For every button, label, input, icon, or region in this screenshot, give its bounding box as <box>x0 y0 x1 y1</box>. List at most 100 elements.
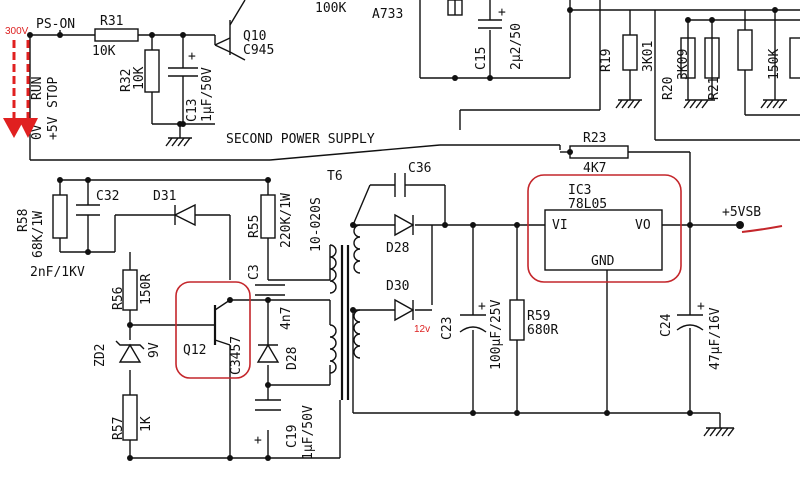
label-a733: A733 <box>372 7 403 22</box>
signal-run: RUN <box>30 77 45 100</box>
label-c13: C13 <box>185 99 200 122</box>
ground-icon <box>615 99 642 109</box>
resistor-right-edge <box>789 37 800 79</box>
junction-dots-lower-right <box>442 222 693 416</box>
top-wiring <box>29 0 800 227</box>
label-c32: C32 <box>96 189 119 204</box>
label-d28-right: D28 <box>386 241 409 256</box>
transformer-t6 <box>329 224 361 400</box>
label-d28-left: D28 <box>285 347 300 370</box>
label-q12-part: C3457 <box>229 336 244 375</box>
ground-icon <box>760 99 787 109</box>
label-c3: C3 <box>247 264 262 280</box>
zener-diode-zd2 <box>115 340 145 363</box>
signal-0v: 0V <box>30 124 45 140</box>
label-r59-value: 680R <box>527 323 558 338</box>
label-r21-value: 150K <box>767 49 782 80</box>
vsb-underline <box>741 225 783 233</box>
lower-left-wiring <box>59 179 341 459</box>
label-c23-plus: + <box>478 299 486 314</box>
diode-d28-right <box>394 213 415 237</box>
resistor-r23 <box>569 145 629 159</box>
lower-right-wiring <box>352 184 740 428</box>
diode-d28-left <box>256 343 280 363</box>
label-c19-value: 1µF/50V <box>301 405 316 460</box>
label-ic3: IC3 <box>568 183 591 198</box>
junction-dots-top <box>27 7 778 155</box>
label-t6-part: 10-020S <box>309 197 324 252</box>
label-5vsb: +5VSB <box>722 205 761 220</box>
capacitor-c3 <box>255 284 285 296</box>
label-r19: R19 <box>599 49 614 72</box>
signal-5v: +5V <box>46 116 61 140</box>
label-c23-value: 100µF/25V <box>489 299 504 370</box>
label-r58: R58 <box>16 209 31 232</box>
red-arrow-icon <box>3 40 38 138</box>
label-r58-value: 68K/1W <box>31 211 46 258</box>
resistor-r58 <box>52 194 68 239</box>
ground-icon <box>703 427 735 437</box>
label-q12: Q12 <box>183 343 206 358</box>
capacitor-c13 <box>168 55 198 90</box>
label-q10: Q10 <box>243 29 266 44</box>
label-r23: R23 <box>583 131 606 146</box>
annotation-300v: 300V <box>5 26 29 37</box>
output-terminal <box>736 221 744 229</box>
label-d30: D30 <box>386 279 409 294</box>
label-c32-value: 2nF/1KV <box>30 265 85 280</box>
signal-stop: STOP <box>46 77 61 108</box>
label-r23-value: 4K7 <box>583 161 606 176</box>
label-c13-plus: + <box>188 49 196 64</box>
resistor-r19 <box>622 34 638 71</box>
capacitor-c19 <box>255 399 281 411</box>
label-c23: C23 <box>440 317 455 340</box>
label-c24-plus: + <box>697 299 705 314</box>
label-r21: R21 <box>707 77 722 100</box>
label-c19: C19 <box>285 425 300 448</box>
label-r57: R57 <box>111 417 126 440</box>
label-r32-value: 10K <box>132 66 147 90</box>
label-c24-value: 47µF/16V <box>708 307 723 370</box>
label-zd2-value: 9V <box>147 342 162 358</box>
ic3-box <box>544 209 663 271</box>
diagram-title: SECOND POWER SUPPLY <box>226 132 375 147</box>
diode-d31 <box>165 203 198 227</box>
label-r59: R59 <box>527 309 550 324</box>
label-ic3-part: 78L05 <box>568 197 607 212</box>
label-r55-value: 220K/1W <box>279 193 294 248</box>
annotation-12v: 12v <box>414 324 430 335</box>
label-r56-value: 150R <box>139 274 154 305</box>
capacitor-c15 <box>478 19 502 29</box>
diode-d30 <box>394 298 415 322</box>
capacitor-c24 <box>676 314 704 331</box>
left-signals: RUN STOP 0V +5V <box>30 77 61 140</box>
label-r19-value: 3K01 <box>641 41 656 72</box>
resistor-150k <box>737 29 753 71</box>
label-c3-value: 4n7 <box>279 307 294 330</box>
label-r55: R55 <box>247 215 262 238</box>
label-c19-plus: + <box>254 433 262 448</box>
label-zd2: ZD2 <box>93 344 108 367</box>
label-100k: 100K <box>315 1 346 16</box>
label-r20: R20 <box>661 77 676 100</box>
capacitor-c23 <box>459 314 487 333</box>
label-c36: C36 <box>408 161 431 176</box>
resistor-r21 <box>704 37 720 79</box>
label-ic3-vi: VI <box>552 218 568 233</box>
q12-highlight <box>175 281 251 379</box>
label-r20-value: 3K09 <box>676 49 691 80</box>
resistor-r55 <box>260 194 276 239</box>
capacitor-c32 <box>76 204 100 216</box>
capacitor-c36 <box>394 173 410 197</box>
label-r31: R31 <box>100 14 123 29</box>
label-d31: D31 <box>153 189 176 204</box>
label-ic3-gnd: GND <box>591 254 615 269</box>
label-ps-on: PS-ON <box>36 17 75 32</box>
label-r32: R32 <box>119 69 134 92</box>
label-t6: T6 <box>327 169 343 184</box>
label-c15-value: 2µ2/50 <box>509 23 524 70</box>
resistor-r59 <box>509 299 525 341</box>
resistor-r20 <box>680 37 696 79</box>
ground-icon <box>683 99 715 109</box>
